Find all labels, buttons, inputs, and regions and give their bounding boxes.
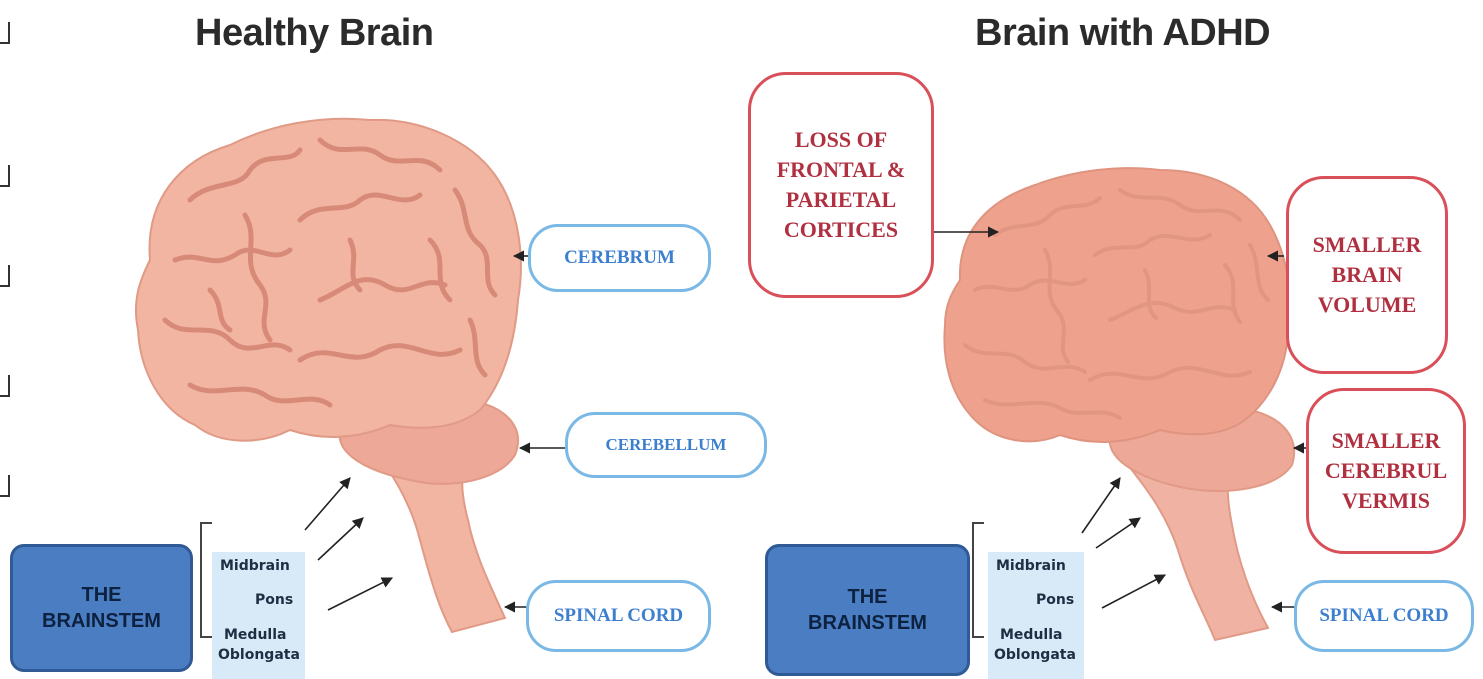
part-pons-right: Pons <box>1036 592 1074 608</box>
part-medulla: Medulla <box>224 627 286 643</box>
brainstem-parts-box: Midbrain Pons Medulla Oblongata <box>212 552 305 679</box>
arrow-midbrain-right <box>1082 478 1120 533</box>
brainstem-bracket <box>200 522 212 638</box>
brainstem-line1-right: THE <box>848 584 888 610</box>
healthy-brain-illustration <box>136 119 521 632</box>
brainstem-parts-box-right: Midbrain Pons Medulla Oblongata <box>988 552 1084 679</box>
cerebellar-vermis-label: SMALLER CEREBRUL VERMIS <box>1306 388 1466 554</box>
cerebrum-label: CEREBRUM <box>528 224 711 292</box>
spinal-cord-label: SPINAL CORD <box>526 580 711 652</box>
part-midbrain: Midbrain <box>220 558 290 574</box>
brainstem-box: THE BRAINSTEM <box>10 544 193 672</box>
brainstem-bracket-right <box>972 522 984 638</box>
spinal-cord-label-right: SPINAL CORD <box>1294 580 1474 652</box>
healthy-cerebrum-shape <box>136 119 521 441</box>
part-medulla-right: Medulla <box>1000 627 1062 643</box>
adhd-cerebrum-shape <box>944 168 1289 442</box>
part-pons: Pons <box>255 592 293 608</box>
part-oblongata: Oblongata <box>218 647 300 663</box>
arrow-pons-right <box>1096 518 1140 548</box>
brainstem-line2-right: BRAINSTEM <box>808 610 927 636</box>
part-oblongata-right: Oblongata <box>994 647 1076 663</box>
arrow-medulla-right <box>1102 575 1165 608</box>
arrow-pons <box>318 518 363 560</box>
frontal-parietal-label: LOSS OF FRONTAL & PARIETAL CORTICES <box>748 72 934 298</box>
brainstem-box-right: THE BRAINSTEM <box>765 544 970 676</box>
arrow-midbrain <box>305 478 350 530</box>
arrow-medulla <box>328 578 392 610</box>
cerebellum-label: CEREBELLUM <box>565 412 767 478</box>
part-midbrain-right: Midbrain <box>996 558 1066 574</box>
brainstem-line2: BRAINSTEM <box>42 608 161 634</box>
brain-volume-label: SMALLER BRAIN VOLUME <box>1286 176 1448 374</box>
brainstem-line1: THE <box>82 582 122 608</box>
